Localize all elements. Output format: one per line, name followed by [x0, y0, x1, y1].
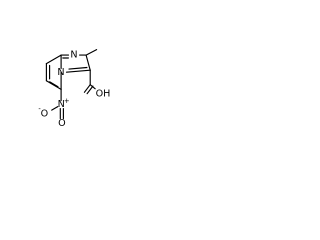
bond-nitro-o-minus — [51, 106, 59, 111]
bond-c5-c6-inner — [49, 81, 59, 88]
nitro-oxygen-minus-label: O — [41, 109, 49, 120]
nitro-nitrogen-label: N — [58, 99, 65, 110]
ring-nitrogen-label: N — [57, 67, 64, 78]
nitro-oxygen-minus-charge: - — [38, 105, 41, 113]
nitro-nitrogen-charge: + — [64, 97, 70, 105]
bond-c3-n4 — [65, 69, 91, 73]
bond-c2-c3 — [85, 54, 91, 71]
imidazole-nitrogen-label: N — [70, 50, 77, 61]
structure-canvas: N N N + O - O OH — [0, 0, 152, 152]
bond-carboxyl-oh — [89, 84, 96, 90]
chemical-structure-diagram: N N N + O - O OH — [38, 49, 111, 129]
bond-lines — [45, 49, 98, 120]
bond-c8-c8a — [45, 54, 62, 65]
bond-c2-methyl — [85, 49, 98, 56]
carboxyl-hydroxyl-label: OH — [96, 89, 111, 100]
bond-carbonyl-o-inner — [86, 85, 94, 95]
bond-carbonyl-o — [83, 84, 91, 93]
bond-c3-c3-inner — [68, 66, 88, 70]
bond-c5-c6 — [45, 80, 62, 90]
nitro-oxygen-label: O — [58, 118, 66, 129]
